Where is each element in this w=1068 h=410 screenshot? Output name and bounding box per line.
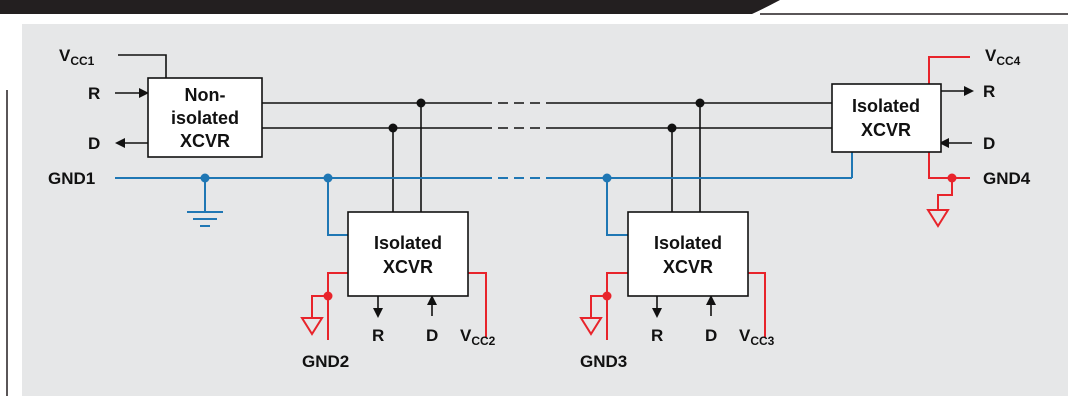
d2-label: D [426,326,438,345]
r4-label: R [983,82,995,101]
ground-junction-dots [200,173,612,183]
header-bar [0,0,780,14]
xcvr-box-iso4 [831,83,942,153]
vcc3-label: VCC3 [739,326,775,348]
nonisolated-label-line2: isolated [171,108,239,128]
node-isolated-xcvr-2: Isolated XCVR [347,211,469,297]
vcc2-label: VCC2 [460,326,496,348]
iso3-label-line2: XCVR [663,257,713,277]
nonisolated-label-line1: Non- [185,85,226,105]
node-isolated-xcvr-3: Isolated XCVR [627,211,749,297]
ground-lines [115,152,853,236]
iso2-label-line2: XCVR [383,257,433,277]
r2-label: R [372,326,384,345]
iso3-label-line1: Isolated [654,233,722,253]
xcvr-box-nonisolated [147,77,263,158]
iso4-label-line2: XCVR [861,120,911,140]
iso2-label-line1: Isolated [374,233,442,253]
bus-junction-dots [388,98,705,133]
r3-label: R [651,326,663,345]
d4-label: D [983,134,995,153]
xcvr-box-iso3 [627,211,749,297]
d1-label: D [88,134,100,153]
d3-label: D [705,326,717,345]
node-nonisolated-xcvr: Non- isolated XCVR [147,77,263,158]
gnd2-label: GND2 [302,352,349,371]
xcvr-box-iso2 [347,211,469,297]
gnd3-label: GND3 [580,352,627,371]
nonisolated-label-line3: XCVR [180,131,230,151]
r1-label: R [88,84,100,103]
gnd4-label: GND4 [983,169,1031,188]
vcc1-label: VCC1 [59,46,95,68]
bus-lines [262,102,832,212]
signal-lines [115,54,974,318]
iso4-label-line1: Isolated [852,96,920,116]
vcc4-label: VCC4 [985,46,1021,68]
isolated-supply-dots [323,173,957,301]
node-isolated-xcvr-4: Isolated XCVR [831,83,942,153]
gnd1-label: GND1 [48,169,95,188]
